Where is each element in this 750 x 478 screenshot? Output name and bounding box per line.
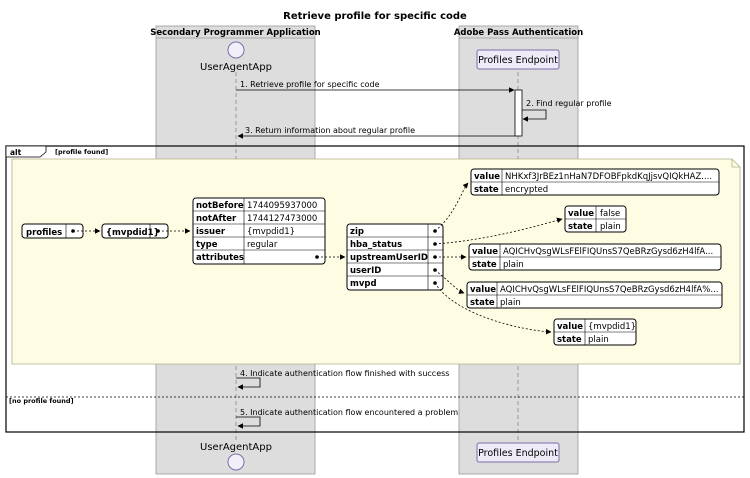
key-notafter: notAfter [196, 214, 237, 224]
key-type: type [196, 240, 218, 250]
message-5-arrow [236, 416, 261, 429]
participant-useragentapp-bottom: UserAgentApp [200, 442, 272, 453]
value-notbefore: 1744095937000 [247, 201, 317, 211]
participant-profiles-endpoint-bottom [476, 442, 560, 463]
profile-table: notBefore 1744095937000 notAfter 1744127… [192, 197, 326, 265]
upstreamuserid-value-box: value AQICHvQsgWLsFElFIQUnsS7QeBRzGysd6z… [468, 243, 722, 271]
userid-state: plain [500, 298, 521, 308]
alt-tab [5, 145, 47, 158]
upstreamuserid-value: AQICHvQsgWLsFElFIQUnsS7QeBRzGysd6zH4lfA.… [503, 247, 713, 257]
userid-value-box: value AQICHvQsgWLsFElFIQUnsS7QeBRzGysd6z… [466, 281, 723, 309]
message-3-label: 3. Return information about regular prof… [245, 126, 415, 135]
lane-header-secondary-programmer-application: Secondary Programmer Application [150, 28, 320, 38]
zip-state-key: state [474, 185, 499, 195]
mvpd-value-key: value [557, 322, 583, 332]
zip-value-box: value NHKxf3JrBEz1nHaN7DFOBFpkdKqJjsvQIQ… [470, 168, 720, 196]
value-type: regular [247, 240, 278, 250]
zip-value-key: value [474, 172, 500, 182]
useragentapp-actor-icon [227, 41, 245, 59]
mvpd-state-key: state [557, 335, 582, 345]
connector-hba-status [434, 217, 563, 245]
attributes-table: zip hba_status upstreamUserID userID mvp… [346, 223, 444, 291]
alt-guard-no-profile-found: [no profile found] [9, 397, 74, 405]
connector-mvpd [434, 282, 552, 335]
attr-mvpd: mvpd [350, 279, 377, 289]
message-1-label: 1. Retrieve profile for specific code [240, 80, 380, 89]
hba-status-value-box: value false state plain [564, 205, 627, 233]
zip-value: NHKxf3JrBEz1nHaN7DFOBFpkdKqJjsvQIQkHAZ..… [505, 172, 712, 182]
participant-profiles-endpoint-top [476, 49, 560, 70]
message-2-label: 2. Find regular profile [526, 99, 612, 108]
attr-hba-status: hba_status [350, 240, 402, 250]
key-notbefore: notBefore [196, 201, 244, 211]
userid-value: AQICHvQsgWLsFElFIQUnsS7QeBRzGysd6zH4lfA%… [500, 285, 718, 295]
hba-status-value: false [600, 209, 620, 219]
value-issuer: {mvpdid1} [247, 227, 295, 237]
upstreamuserid-state-key: state [472, 260, 497, 270]
lane-header-adobe-pass-authentication: Adobe Pass Authentication [454, 28, 583, 38]
userid-state-key: state [470, 298, 495, 308]
attr-zip: zip [350, 227, 364, 237]
upstreamuserid-value-key: value [472, 247, 498, 257]
key-attributes: attributes [196, 253, 244, 263]
participant-profiles-endpoint-bottom-label: Profiles Endpoint [478, 448, 558, 459]
profiles-label: profiles [26, 228, 62, 238]
key-issuer: issuer [196, 227, 226, 237]
activation-bar [514, 89, 523, 137]
connector-userid [434, 269, 465, 294]
message-2-arrow [522, 109, 547, 122]
alt-fragment [5, 145, 745, 433]
hba-status-value-key: value [568, 209, 594, 219]
diagram-title: Retrieve profile for specific code [283, 11, 467, 22]
attr-upstreamuserid: upstreamUserID [350, 253, 428, 263]
upstreamuserid-state: plain [503, 260, 524, 270]
zip-state: encrypted [505, 185, 548, 195]
message-4-arrow [236, 377, 261, 390]
hba-status-state-key: state [568, 222, 593, 232]
hba-status-state: plain [600, 222, 621, 232]
mvpd-state: plain [588, 335, 609, 345]
participant-useragentapp-top: UserAgentApp [200, 62, 272, 73]
participant-profiles-endpoint-top-label: Profiles Endpoint [478, 55, 558, 66]
mvpd-value-box: value {mvpdid1} state plain [553, 318, 637, 346]
attr-userid: userID [350, 266, 381, 276]
value-notafter: 1744127473000 [247, 214, 317, 224]
alt-keyword: alt [10, 148, 22, 157]
mvpdid-label: {mvpdid1} [106, 228, 160, 238]
userid-value-key: value [470, 285, 496, 295]
useragentapp-bottom-actor-icon [227, 453, 245, 471]
message-5-label: 5. Indicate authentication flow encounte… [240, 408, 458, 417]
mvpd-value: {mvpdid1} [588, 322, 636, 332]
message-4-label: 4. Indicate authentication flow finished… [240, 369, 449, 378]
alt-guard-profile-found: [profile found] [55, 148, 108, 156]
